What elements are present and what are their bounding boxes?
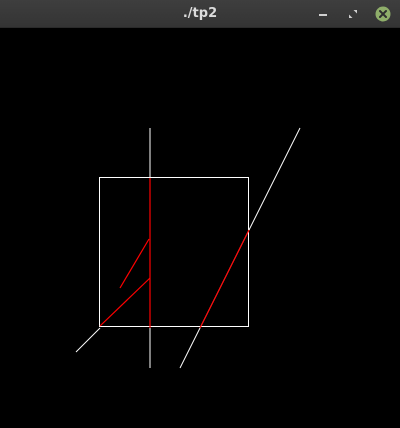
title-bar[interactable]: ./tp2	[0, 0, 400, 28]
clipped-diagonal-segment	[199, 229, 250, 329]
inner-red-segment	[119, 238, 150, 289]
window-title: ./tp2	[182, 6, 218, 21]
close-icon	[375, 6, 391, 22]
minimize-button[interactable]	[314, 5, 332, 23]
drawing-canvas[interactable]	[0, 28, 400, 428]
canvas-drawing	[75, 127, 301, 369]
clip-window-rect	[99, 177, 249, 327]
diagonal-line-left	[75, 327, 101, 353]
close-button[interactable]	[374, 5, 392, 23]
minimize-icon	[319, 14, 327, 16]
clipped-left-segment	[99, 277, 151, 327]
maximize-icon	[349, 10, 357, 18]
maximize-button[interactable]	[344, 5, 362, 23]
